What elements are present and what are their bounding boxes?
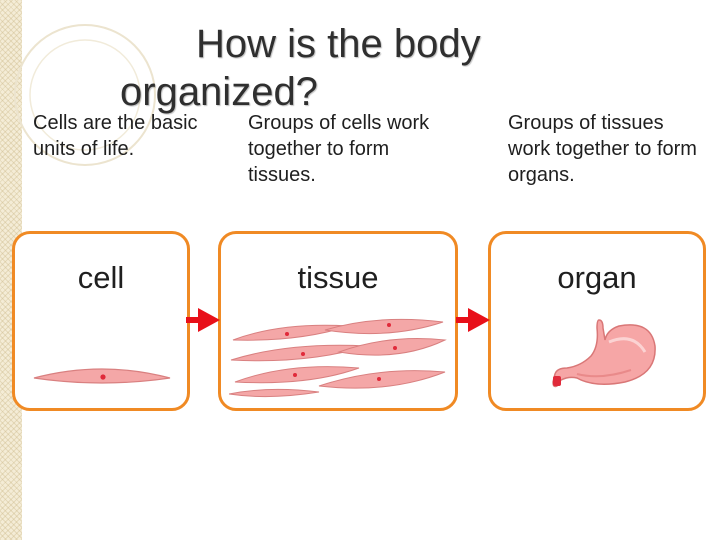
cell-description: Cells are the basic units of life.: [33, 112, 198, 160]
cell-label: cell: [77, 260, 125, 295]
organ-description: Groups of tissues work together to form …: [508, 112, 697, 186]
decorative-circles: [14, 24, 156, 166]
cell-panel: cell: [12, 231, 190, 411]
organ-label: organ: [557, 260, 637, 295]
arrow-right-icon: [456, 308, 490, 332]
page-title-line-1: How is the body: [196, 22, 481, 66]
tissue-illustration: [229, 318, 447, 398]
stomach-illustration: [552, 319, 656, 388]
tissue-label: tissue: [297, 260, 379, 295]
organ-panel: organ: [488, 231, 706, 411]
arrow-right-icon: [186, 308, 220, 332]
cell-illustration: [33, 368, 171, 384]
tissue-panel: tissue: [218, 231, 458, 411]
page-title-line-2: organized?: [120, 70, 318, 114]
tissue-description: Groups of cells work together to form ti…: [248, 112, 430, 186]
